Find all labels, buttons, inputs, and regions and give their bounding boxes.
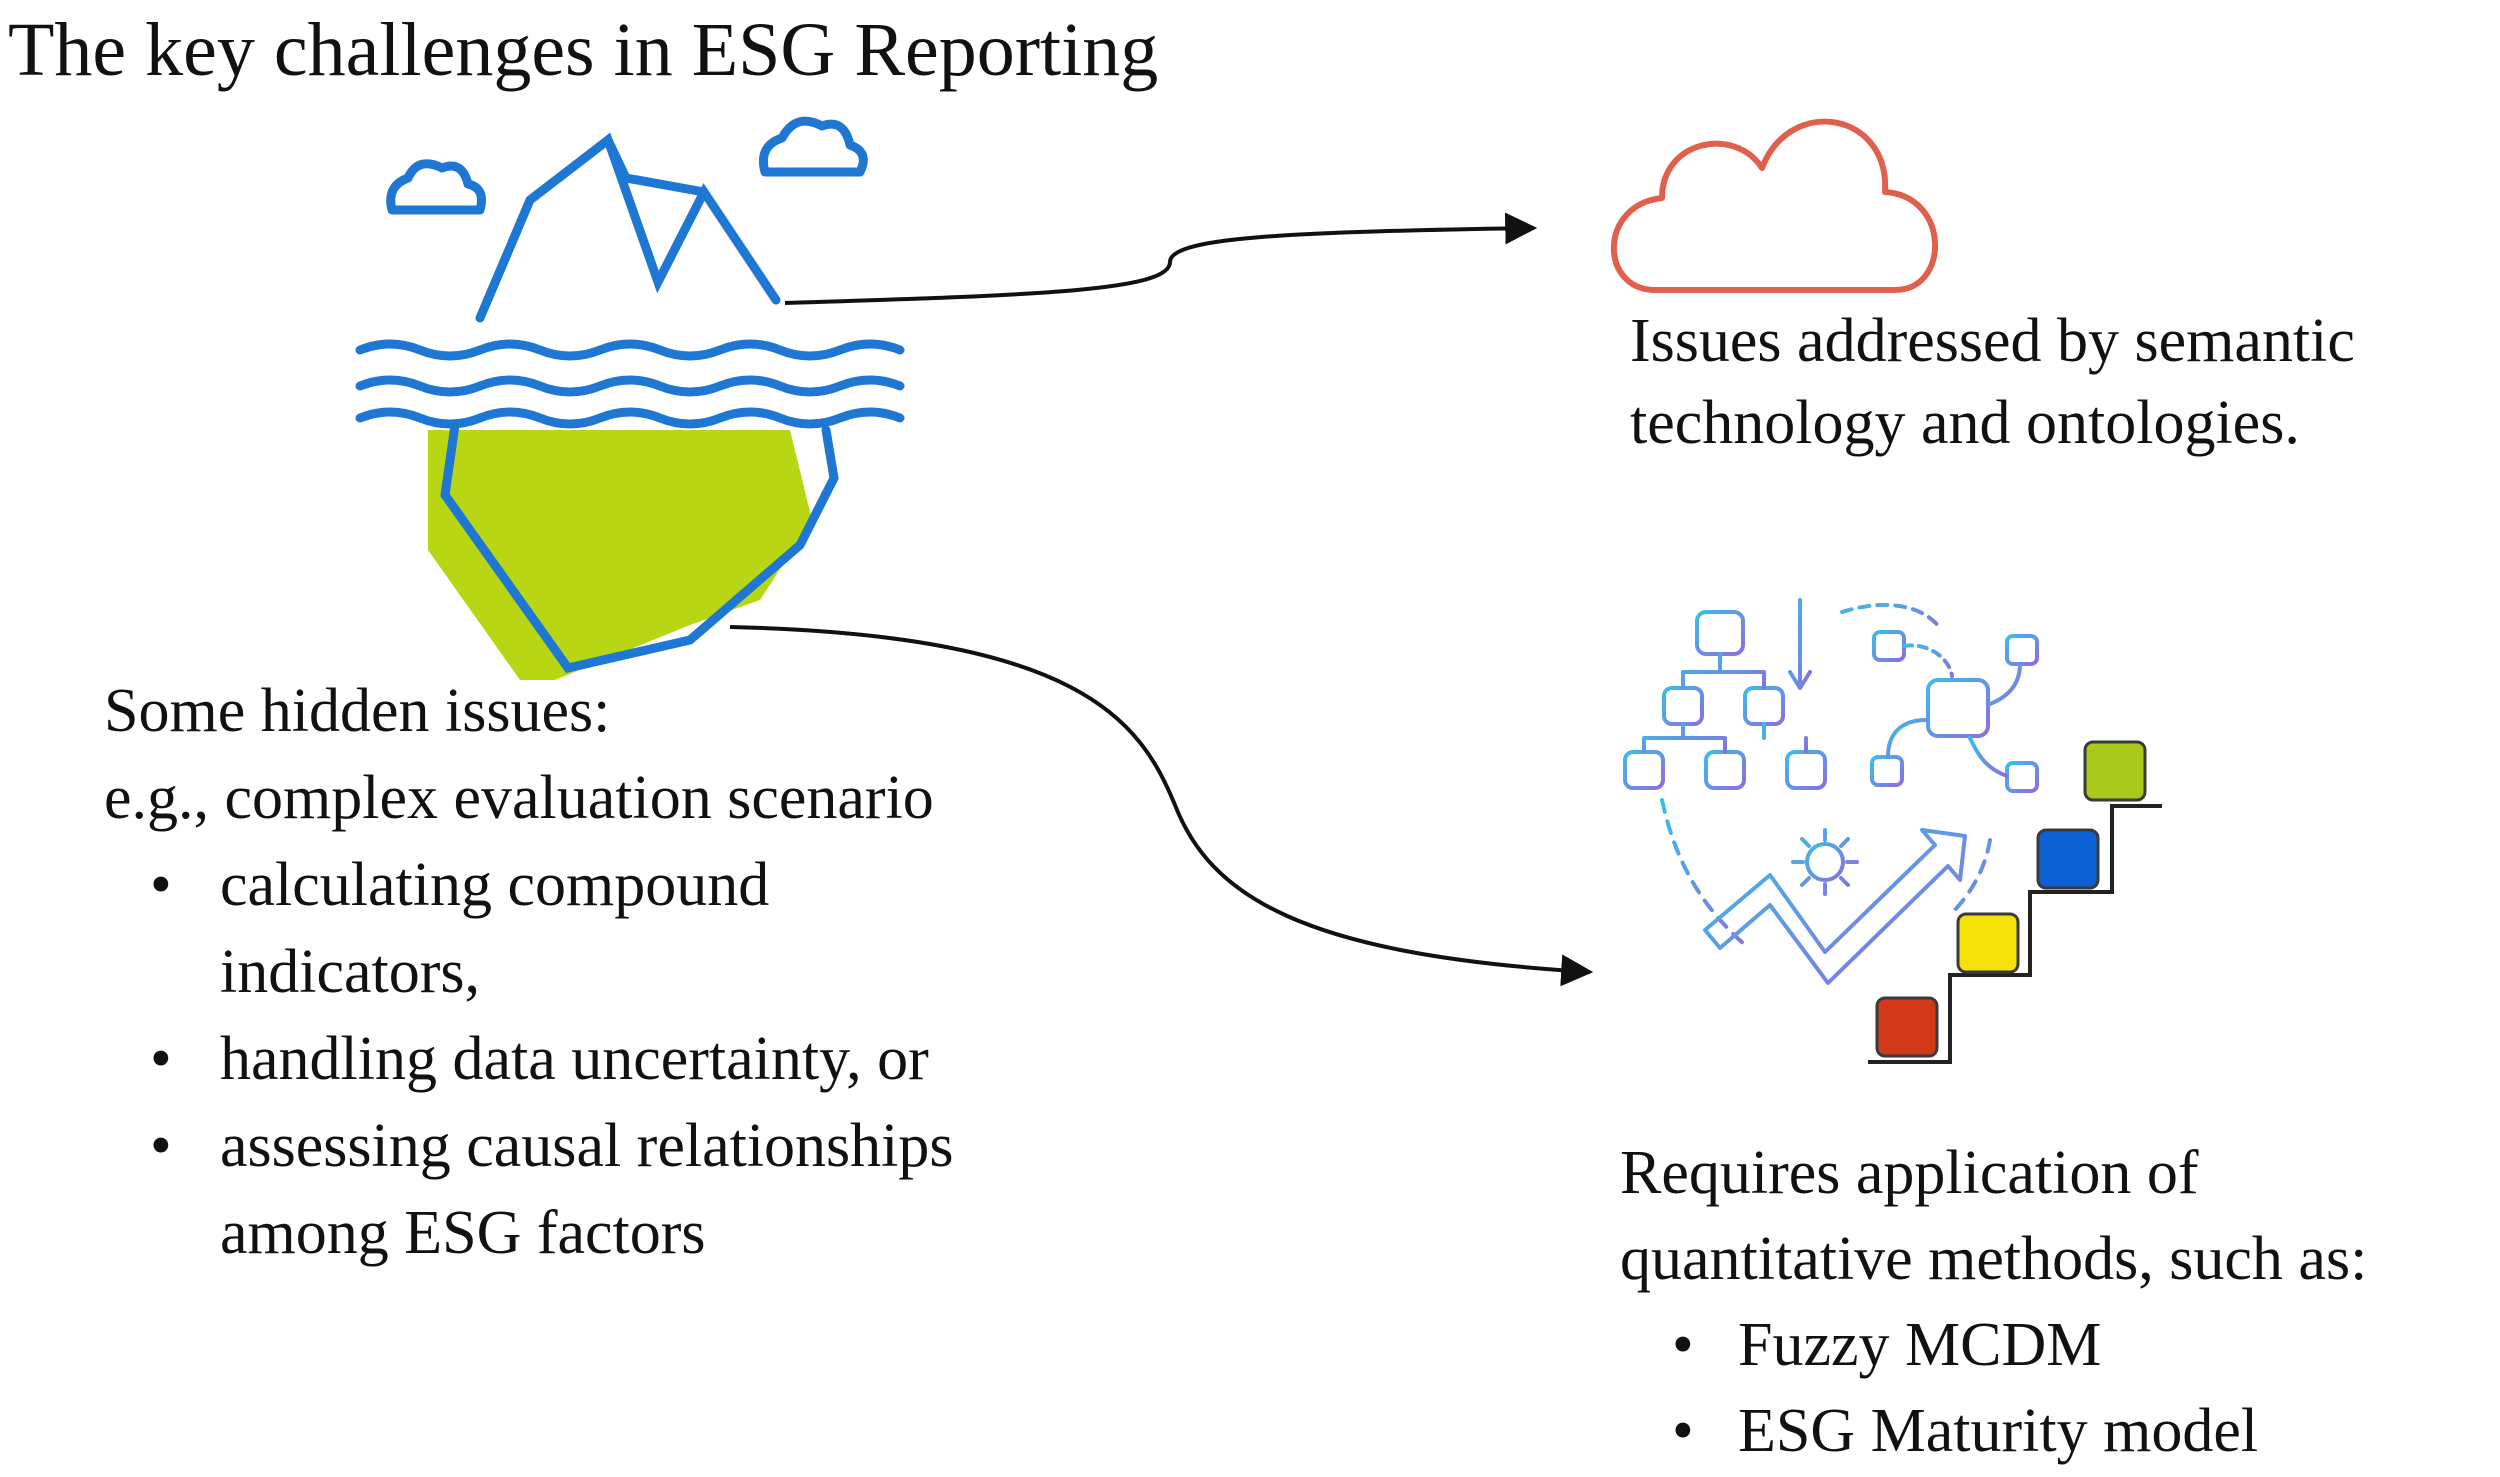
- page-title: The key challenges in ESG Reporting: [8, 8, 1159, 92]
- workflow-staircase-icon: [1623, 598, 2162, 1064]
- water-wave-1: [355, 339, 905, 361]
- iceberg-icon: [355, 116, 905, 680]
- step-green: [2083, 740, 2147, 802]
- list-item: ESG Maturity model: [1620, 1388, 2367, 1474]
- hidden-issues-block: Some hidden issues: e.g., complex evalua…: [104, 668, 954, 1277]
- list-item-text: handling data uncertainty, or: [220, 1025, 929, 1093]
- water-wave-3: [355, 407, 905, 429]
- quantitative-methods-block: Requires application of quantitative met…: [1620, 1130, 2367, 1474]
- list-item-text: among ESG factors: [220, 1199, 706, 1267]
- step-yellow: [1956, 912, 2020, 974]
- water-wave-2: [355, 375, 905, 397]
- iceberg-underwater-fill: [428, 430, 812, 680]
- iceberg-peak: [475, 132, 781, 323]
- step-blue: [2036, 828, 2100, 890]
- cloud-icon: [1610, 118, 1939, 293]
- step-red: [1875, 996, 1939, 1058]
- list-item: calculating compound indicators,: [104, 842, 954, 1016]
- hidden-issues-list: calculating compound indicators, handlin…: [104, 842, 954, 1277]
- list-item-text: indicators,: [220, 938, 480, 1006]
- hidden-issues-heading: Some hidden issues:: [104, 677, 611, 745]
- arrow-to-quantitative-methods: [729, 625, 1594, 987]
- methods-line: Requires application of: [1620, 1139, 2199, 1207]
- list-item: assessing causal relationships among ESG…: [104, 1103, 954, 1277]
- caption-line: Issues addressed by semantic: [1630, 307, 2355, 375]
- list-item: Fuzzy MCDM: [1620, 1302, 2367, 1388]
- methods-line: quantitative methods, such as:: [1620, 1225, 2368, 1293]
- caption-line: technology and ontologies.: [1630, 389, 2300, 457]
- small-cloud-right: [758, 116, 868, 177]
- arrow-to-semantic-technology: [784, 212, 1538, 305]
- semantic-technology-caption: Issues addressed by semantic technology …: [1630, 300, 2355, 464]
- list-item-text: calculating compound: [220, 851, 770, 919]
- iceberg-peak-facet: [603, 135, 709, 197]
- list-item-text: assessing causal relationships: [220, 1112, 954, 1180]
- small-cloud-left: [386, 159, 486, 215]
- hidden-issues-subheading: e.g., complex evaluation scenario: [104, 764, 934, 832]
- list-item: handling data uncertainty, or: [104, 1016, 954, 1103]
- iceberg-underwater-outline: [440, 420, 839, 674]
- methods-list: Fuzzy MCDM ESG Maturity model: [1620, 1302, 2367, 1474]
